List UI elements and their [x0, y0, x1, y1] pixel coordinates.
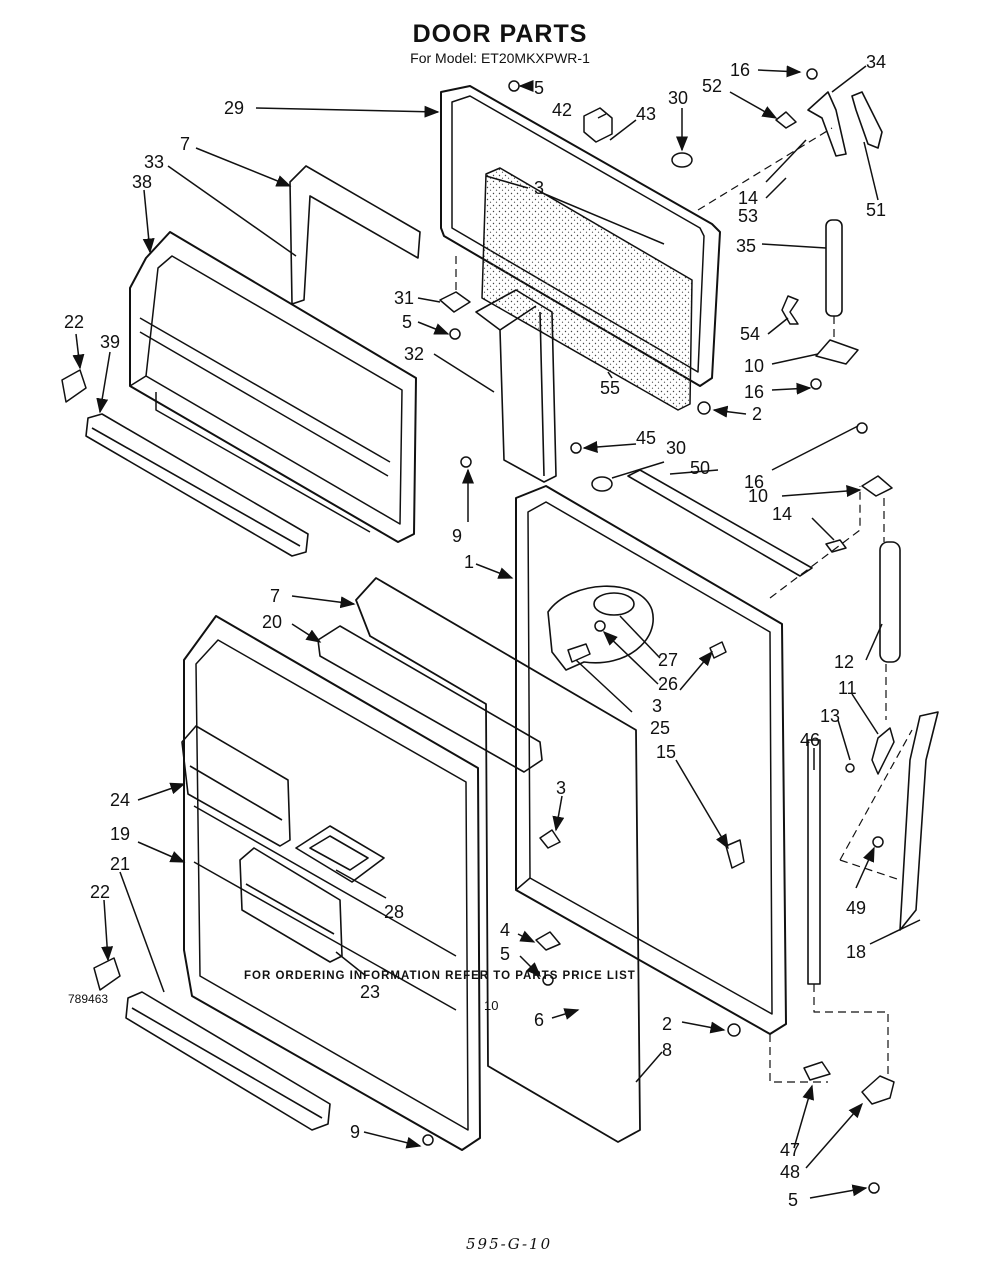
callout: 45	[636, 428, 656, 448]
callout: 50	[690, 458, 710, 478]
callout: 29	[224, 98, 244, 118]
callout: 34	[866, 52, 886, 72]
hinge-cover-35	[825, 219, 843, 317]
handle-trim-51	[851, 91, 883, 149]
callout: 5	[534, 78, 544, 98]
callout: 24	[110, 790, 130, 810]
fresh-food-gasket-20	[317, 625, 543, 773]
callout: 3	[652, 696, 662, 716]
freezer-inner-liner-38	[129, 231, 417, 543]
callout: 31	[394, 288, 414, 308]
callout: 30	[666, 438, 686, 458]
callout: 35	[736, 236, 756, 256]
callout: 53	[738, 206, 758, 226]
callout: 21	[110, 854, 130, 874]
page-number: 10	[484, 998, 499, 1013]
callout: 7	[180, 134, 190, 154]
door-shelf-23	[239, 847, 343, 963]
leader-lines	[72, 65, 921, 1199]
fresh-food-door-outer-1	[515, 485, 787, 1035]
callout: 49	[846, 898, 866, 918]
assembly-guides	[455, 127, 913, 1083]
callout: 46	[800, 730, 820, 750]
callout: 11	[838, 678, 857, 698]
callout: 9	[350, 1122, 360, 1142]
callout: 3	[534, 178, 544, 198]
callout: 10	[744, 356, 764, 376]
callout: 38	[132, 172, 152, 192]
butter-housing-25	[547, 585, 654, 671]
callout: 16	[744, 472, 764, 492]
callout: 20	[262, 612, 282, 632]
top-hinge-34	[807, 91, 847, 157]
callout: 16	[730, 60, 750, 80]
model-subtitle: For Model: ET20MKXPWR-1	[410, 50, 590, 66]
freezer-bracket-32	[475, 289, 557, 483]
fresh-food-inner-liner-19	[183, 615, 481, 1151]
callout: 25	[650, 718, 670, 738]
freezer-gasket-33	[289, 165, 421, 305]
callout: 43	[636, 104, 656, 124]
callout: 48	[780, 1162, 800, 1182]
page-title: DOOR PARTS	[412, 20, 588, 48]
callout: 2	[752, 404, 762, 424]
callout: 3	[556, 778, 566, 798]
callout: 22	[90, 882, 110, 902]
callout: 10	[748, 486, 768, 506]
callout: 51	[866, 200, 886, 220]
callout: 39	[100, 332, 120, 352]
callout: 14	[738, 188, 758, 208]
callout: 18	[846, 942, 866, 962]
callout: 4	[500, 920, 510, 940]
callout: 42	[552, 100, 572, 120]
callout: 52	[702, 76, 722, 96]
ordering-info-note: FOR ORDERING INFORMATION REFER TO PARTS …	[244, 970, 636, 982]
callout: 12	[834, 652, 854, 672]
callout: 54	[740, 324, 760, 344]
callout: 32	[404, 344, 424, 364]
butter-cover-28	[295, 825, 385, 883]
callout: 5	[402, 312, 412, 332]
callout: 28	[384, 902, 404, 922]
fresh-food-bottom-trim-21	[125, 991, 331, 1131]
callout: 14	[772, 504, 792, 524]
callout: 33	[144, 152, 164, 172]
top-cover-50	[627, 469, 813, 577]
trim-strip-46	[807, 739, 821, 985]
door-shelf-24	[181, 725, 291, 847]
callout: 26	[658, 674, 678, 694]
handwritten-reference: 595-G-10	[466, 1235, 553, 1253]
callout: 15	[656, 742, 676, 762]
callout: 1	[464, 552, 474, 572]
callout: 5	[500, 944, 510, 964]
callout: 2	[662, 1014, 672, 1034]
callout: 8	[662, 1040, 672, 1060]
callout: 13	[820, 706, 840, 726]
butter-door-27	[593, 592, 635, 616]
callout: 7	[270, 586, 280, 606]
freezer-bottom-trim-39	[85, 413, 309, 557]
freezer-insulation-55	[481, 167, 693, 411]
callout: 47	[780, 1140, 800, 1160]
fresh-food-frame-7	[355, 577, 641, 1143]
callout: 30	[668, 88, 688, 108]
handle-18	[899, 711, 939, 931]
callout: 27	[658, 650, 678, 670]
callout: 6	[534, 1010, 544, 1030]
callout: 16	[744, 382, 764, 402]
hinge-cover-12	[879, 541, 901, 663]
callout: 5	[788, 1190, 798, 1210]
callout: 9	[452, 526, 462, 546]
callout: 22	[64, 312, 84, 332]
document-number: 789463	[68, 992, 109, 1006]
callout: 23	[360, 982, 380, 1002]
callout: 19	[110, 824, 130, 844]
callout-labels: 29 5 42 43 30 16 52 34 7 33 38 3 14 53 5…	[64, 52, 886, 1210]
callout: 55	[600, 378, 620, 398]
